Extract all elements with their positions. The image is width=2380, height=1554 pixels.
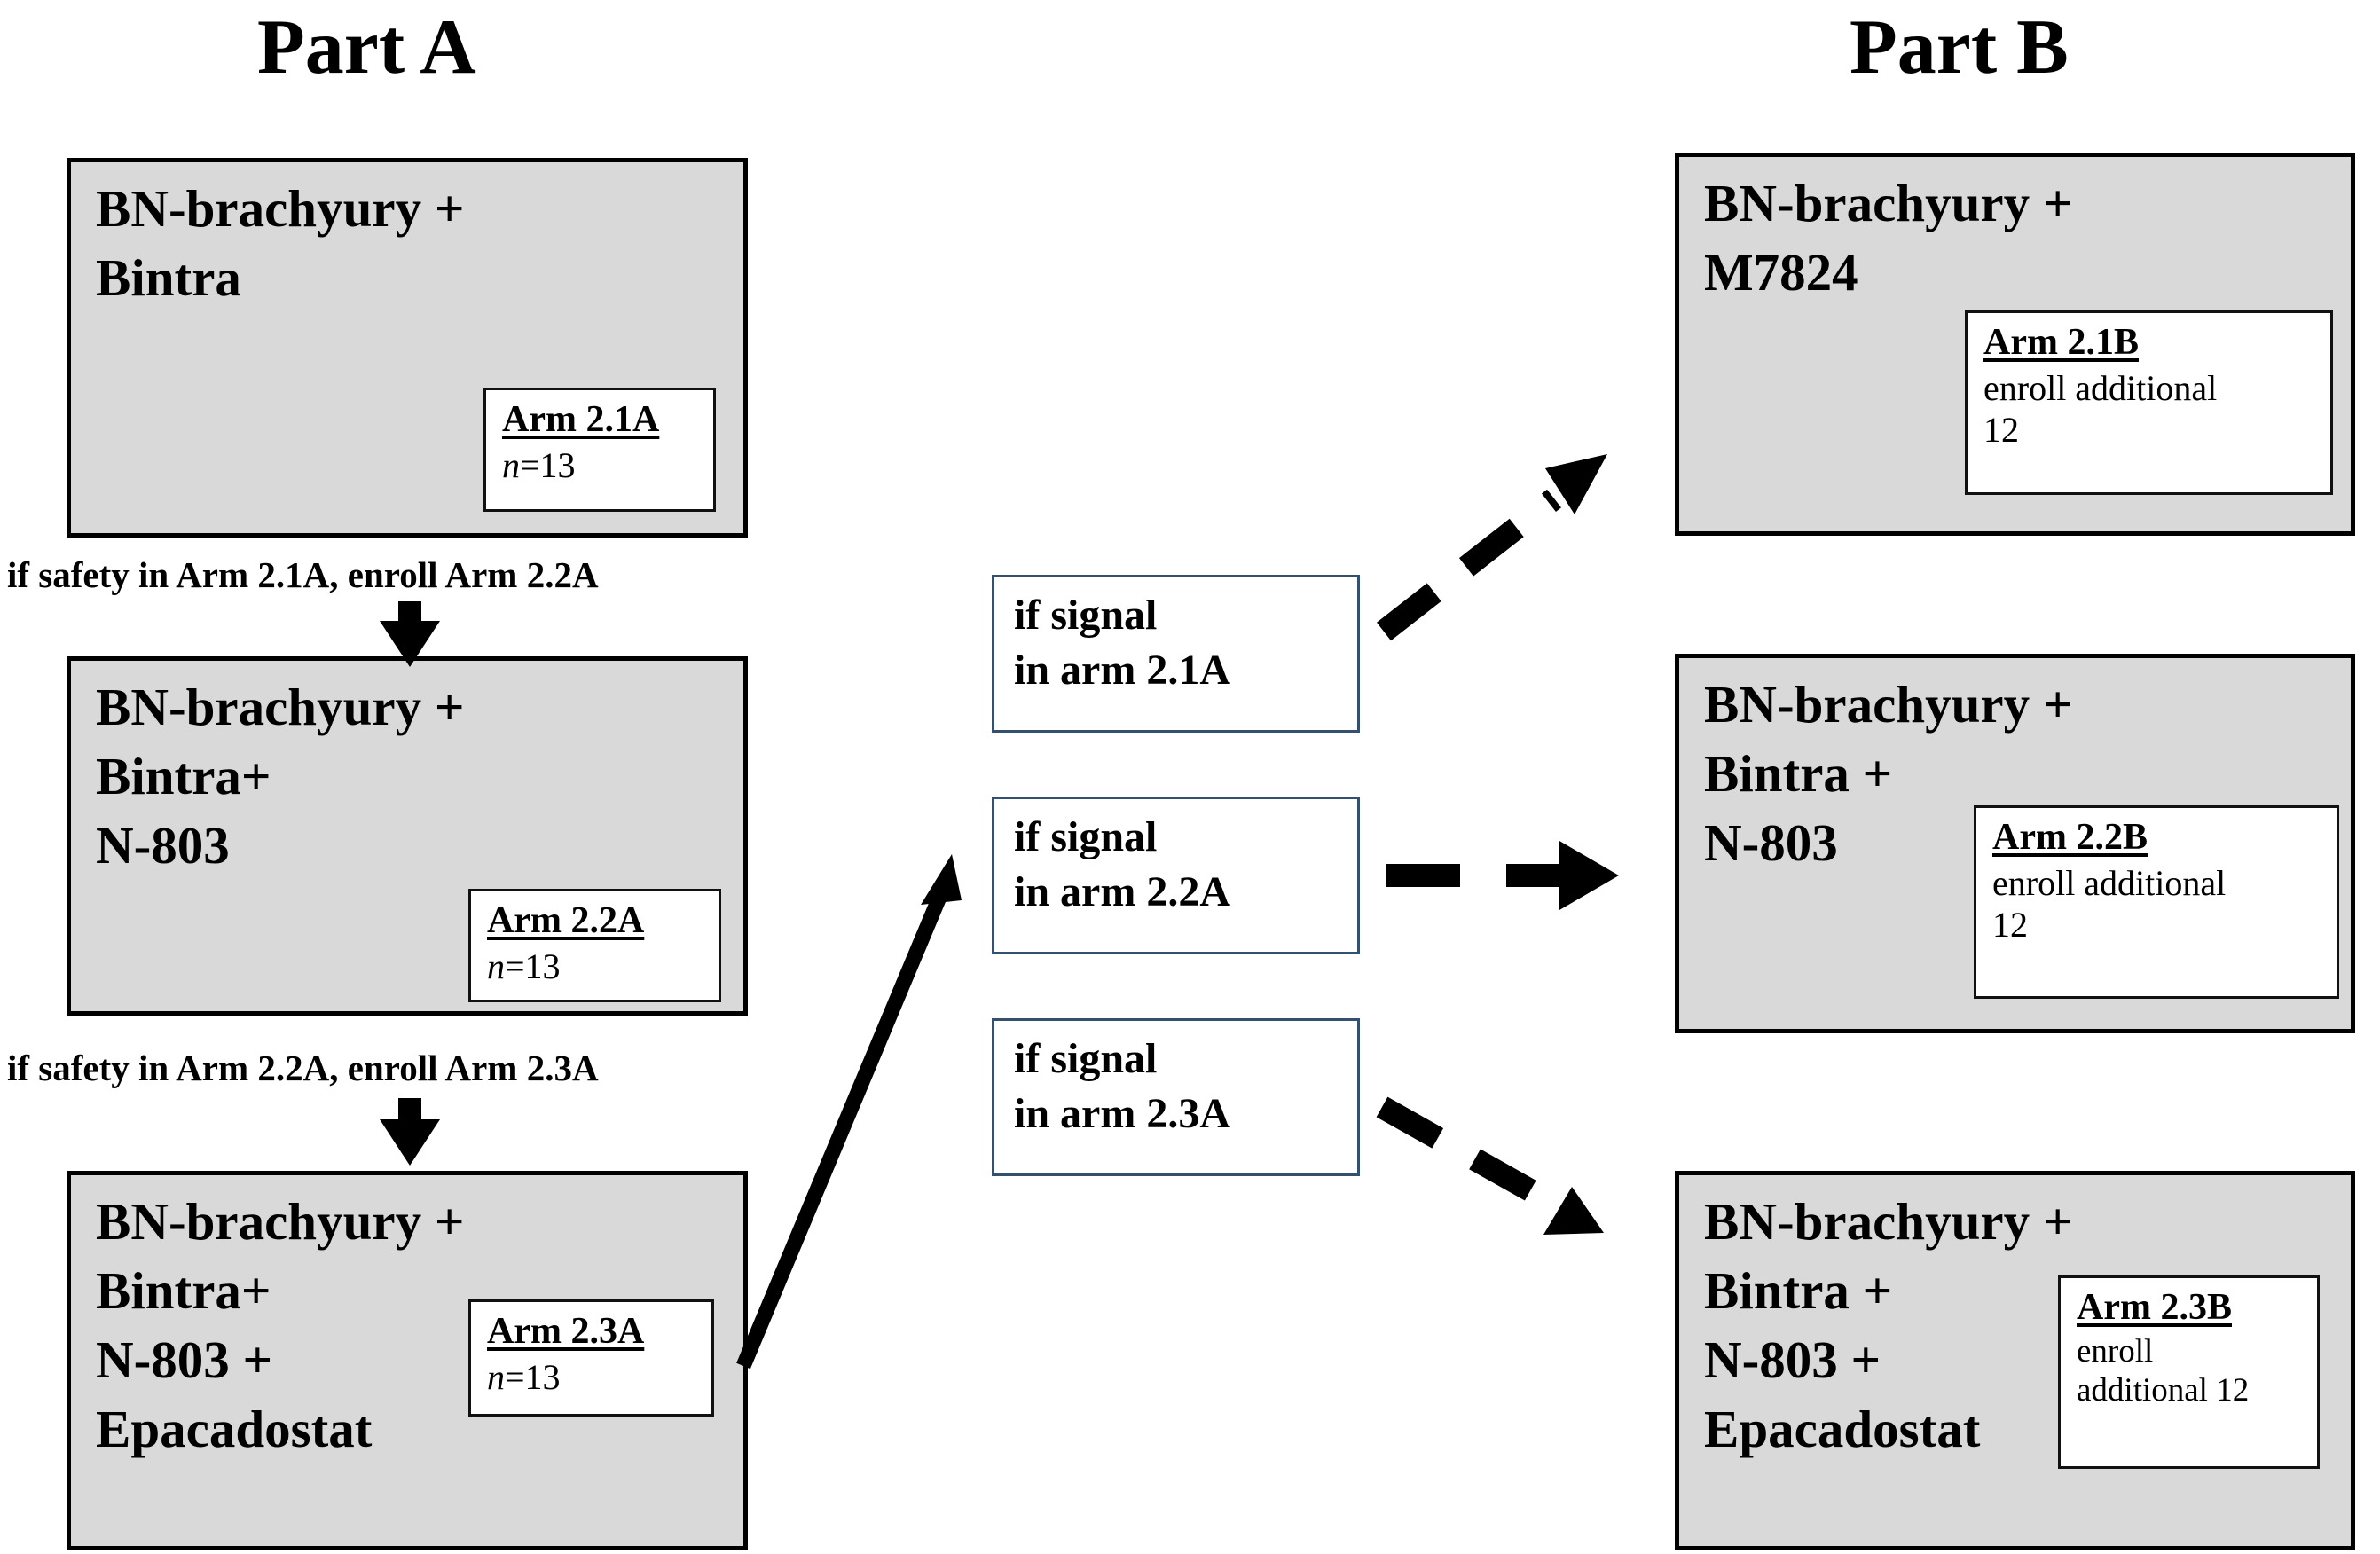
arm-2-1a-n-value: =13 (520, 445, 576, 486)
arm-label-2-2a: Arm 2.2A n=13 (468, 889, 721, 1002)
arm-2-2a-n-value: =13 (505, 946, 561, 987)
part-a-title: Part A (257, 4, 476, 90)
arm-2-2b-enroll: enroll additional 12 (1992, 863, 2227, 946)
signal-box-2-2a-text: if signal in arm 2.2A (1014, 813, 1230, 916)
part-b-title: Part B (1850, 4, 2069, 90)
caption-safety-2-1a: if safety in Arm 2.1A, enroll Arm 2.2A (7, 554, 599, 595)
arm-2-1b-id: Arm 2.1B (1983, 322, 2139, 363)
arm-2-2b-treatment: BN-brachyury + Bintra + N-803 (1704, 675, 2073, 872)
arm-2-1a-id: Arm 2.1A (502, 399, 660, 440)
signal-box-2-1a: if signal in arm 2.1A (992, 575, 1360, 733)
signal-box-2-2a: if signal in arm 2.2A (992, 797, 1360, 954)
arrow-signal-2-1a-to-b1-icon (1376, 454, 1607, 641)
arm-2-2a-n-symbol: n (487, 946, 505, 987)
arm-2-1b-enroll: enroll additional 12 (1983, 368, 2218, 451)
arm-label-2-1a: Arm 2.1A n=13 (483, 388, 716, 512)
signal-box-2-3a-text: if signal in arm 2.3A (1014, 1035, 1230, 1138)
arm-2-1a-n: n=13 (502, 444, 701, 486)
arm-2-3a-id: Arm 2.3A (487, 1311, 645, 1352)
arm-2-2a-id: Arm 2.2A (487, 900, 645, 941)
arm-2-3a-n-value: =13 (505, 1357, 561, 1398)
arm-2-1a-n-symbol: n (502, 445, 520, 486)
arm-label-2-3b: Arm 2.3B enroll additional 12 (2058, 1275, 2320, 1469)
arm-2-3b-id: Arm 2.3B (2077, 1287, 2232, 1328)
arrow-a2-to-a3-icon (380, 1098, 440, 1166)
arrow-signal-2-2a-to-b2-icon (1386, 841, 1619, 910)
arm-2-3a-n-symbol: n (487, 1357, 505, 1398)
arm-2-3b-enroll: enroll additional 12 (2077, 1333, 2250, 1409)
arm-2-2b-id: Arm 2.2B (1992, 817, 2148, 858)
signal-box-2-3a: if signal in arm 2.3A (992, 1018, 1360, 1176)
arrow-a3-to-signal-2-icon (736, 854, 962, 1370)
arm-2-3a-n: n=13 (487, 1356, 699, 1398)
arm-label-2-3a: Arm 2.3A n=13 (468, 1299, 714, 1417)
arm-box-2-1a: BN-brachyury + Bintra (67, 158, 748, 538)
arm-2-2a-n: n=13 (487, 946, 706, 987)
arm-label-2-2b: Arm 2.2B enroll additional 12 (1974, 805, 2339, 999)
caption-safety-2-2a: if safety in Arm 2.2A, enroll Arm 2.3A (7, 1048, 599, 1088)
arrow-signal-2-3a-to-b3-icon (1376, 1096, 1604, 1235)
arm-label-2-1b: Arm 2.1B enroll additional 12 (1965, 310, 2333, 495)
signal-box-2-1a-text: if signal in arm 2.1A (1014, 592, 1230, 695)
arm-2-1b-treatment: BN-brachyury + M7824 (1704, 174, 2073, 302)
arm-2-3a-treatment: BN-brachyury + Bintra+ N-803 + Epacadost… (96, 1192, 465, 1458)
arm-2-1a-treatment: BN-brachyury + Bintra (96, 179, 465, 307)
arm-2-2a-treatment: BN-brachyury + Bintra+ N-803 (96, 678, 465, 875)
arm-2-3b-treatment: BN-brachyury + Bintra + N-803 + Epacados… (1704, 1192, 2073, 1458)
